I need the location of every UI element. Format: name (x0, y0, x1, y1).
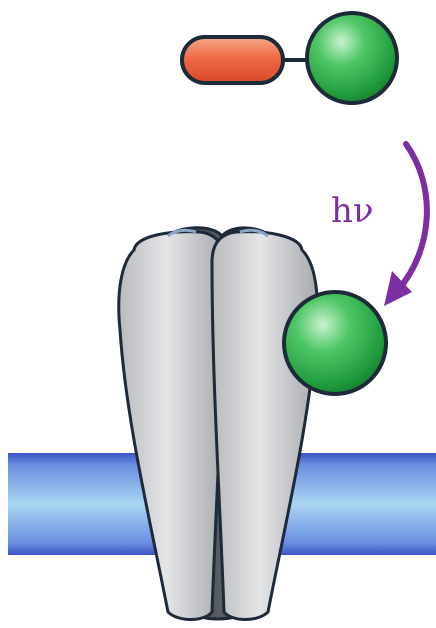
photolysis-arrow (384, 144, 427, 306)
light-label: hν (331, 191, 374, 231)
caged-compound (182, 13, 397, 103)
caged-fluorophore-sphere (307, 13, 397, 103)
ion-channel (119, 228, 317, 620)
released-fluorophore-sphere (284, 292, 386, 394)
arrow-shaft (398, 144, 427, 290)
cage-group (182, 37, 283, 83)
channel-left-subunit (119, 232, 224, 620)
channel-right-subunit (212, 232, 317, 620)
